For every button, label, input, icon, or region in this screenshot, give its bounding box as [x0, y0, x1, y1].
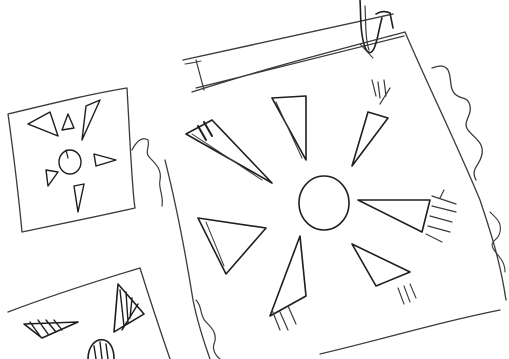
right-squiggle-2	[490, 212, 505, 272]
ray-bottom	[270, 236, 306, 316]
frame-left-edge	[165, 160, 210, 359]
small-frame-top-left	[8, 88, 135, 232]
partial-frame-rays	[24, 284, 144, 359]
hook-mark	[360, 0, 393, 58]
frame-bottom-edge	[320, 310, 500, 354]
large-tilted-frame	[132, 0, 506, 359]
right-squiggle	[432, 66, 482, 180]
ray-top	[272, 96, 306, 160]
frame-right-edge	[405, 32, 506, 300]
ray-top-right	[352, 112, 388, 166]
partial-frame-outline	[8, 268, 170, 359]
bottom-squiggle	[196, 300, 220, 359]
ray-right	[358, 200, 430, 232]
small-frame-rays	[28, 100, 116, 212]
left-squiggle	[132, 139, 162, 206]
large-frame-rays	[186, 80, 456, 330]
partial-frame-bottom-left	[8, 268, 170, 359]
ray-bottom-right	[352, 244, 410, 286]
small-center-circle	[59, 150, 81, 174]
small-circle-tick	[66, 150, 68, 158]
center-circle	[299, 176, 349, 230]
